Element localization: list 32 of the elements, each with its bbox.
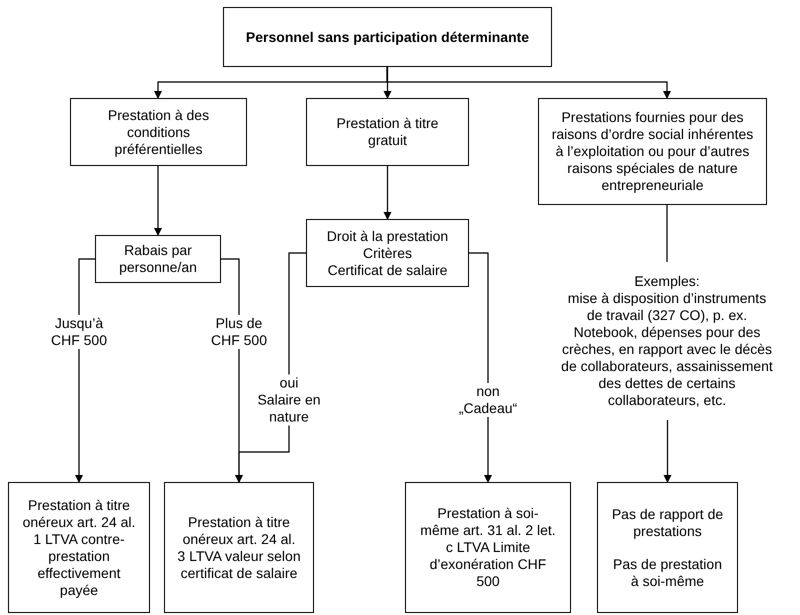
process-box <box>95 235 221 283</box>
node-text: Pas de rapport de prestations <box>610 506 724 540</box>
process-box <box>164 482 314 613</box>
process-box <box>223 7 552 67</box>
node-text: Exemples: <box>634 273 700 290</box>
node-text: mise à disposition d’instruments de travail (327 CO), p. ex. Notebook, dépenses pour des crèches, en rapport avec le décès de collaborateurs, assainissement des dettes de certains collaborateurs, etc. <box>560 290 774 409</box>
node-text: Critères <box>362 244 412 262</box>
arrow <box>386 67 671 99</box>
node-text: Prestations fournies pour des raisons d’ordre social inhérentes à l’exploitation ou pour d’autres raisons spéciales de nature entrepreneuriale <box>551 109 754 194</box>
node-text: Rabais par personne/an <box>118 242 198 276</box>
process-box <box>8 482 150 613</box>
arrow <box>384 67 392 99</box>
process-box <box>597 482 738 613</box>
node-text: Personnel sans participation déterminante <box>246 28 530 46</box>
node-text: Pas de prestation à soi-même <box>612 556 723 590</box>
arrow <box>154 166 162 236</box>
edge-label: oui Salaire en nature <box>257 374 321 426</box>
process-box <box>70 98 247 166</box>
process-box <box>405 482 571 613</box>
node-text: Prestation à des conditions préférentielles <box>106 106 210 158</box>
arrow <box>384 166 392 220</box>
node-text: Droit à la prestation <box>326 228 448 244</box>
edge-label: non „Cadeau“ <box>456 383 520 417</box>
node-text: Prestation à soi-même art. 31 al. 2 let. c LTVA Limite d’exonération CHF 500 <box>419 505 557 590</box>
arrow <box>664 420 672 483</box>
node-text: Prestation à titre onéreux art. 24 al. 3 LTVA valeur selon certificat de salaire <box>177 514 301 582</box>
process-box <box>306 219 469 287</box>
node-text: Prestation à titre onéreux art. 24 al. 1 LTVA contre-prestation effectivement payée <box>22 496 136 598</box>
process-box <box>538 98 767 205</box>
node-text: Certificat de salaire <box>328 262 448 278</box>
process-box <box>306 98 469 166</box>
node-text: Prestation à titre gratuit <box>336 115 440 149</box>
